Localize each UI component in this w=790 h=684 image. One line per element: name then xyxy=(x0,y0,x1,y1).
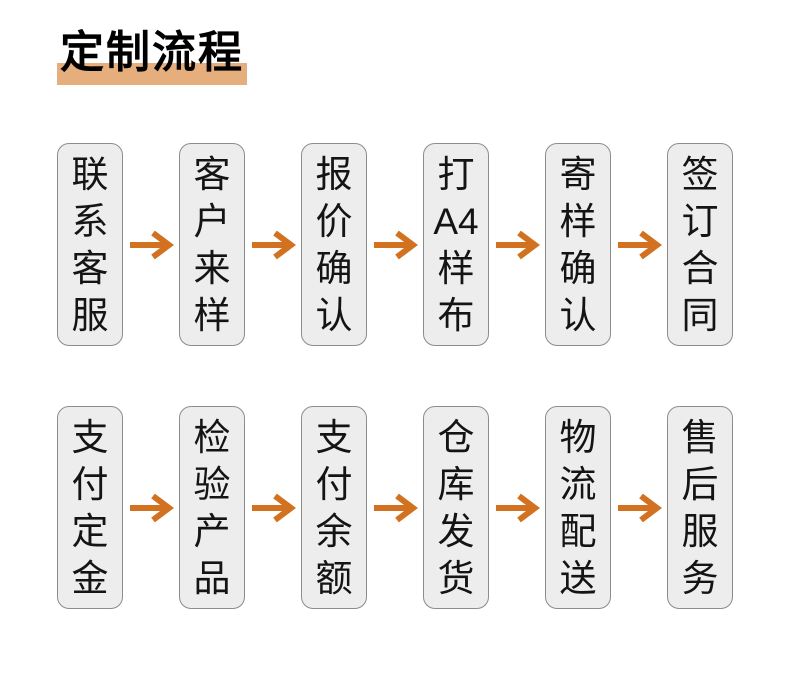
flow-step-quote-confirm: 报 价 确 认 xyxy=(301,143,367,346)
flow-step-contact-service: 联 系 客 服 xyxy=(57,143,123,346)
flow-step-label: 支 付 定 金 xyxy=(71,416,109,599)
title-highlight-bar xyxy=(57,63,247,85)
flow-step-label: 寄 样 确 认 xyxy=(559,153,597,336)
flow-row-2: 支 付 定 金 检 验 产 品 支 付 余 额 仓 库 发 货 物 流 配 送 xyxy=(57,406,733,609)
flow-step-a4-sample-cloth: 打 A4 样 布 xyxy=(423,143,489,346)
arrow-right-icon xyxy=(494,230,540,260)
flow-row-1: 联 系 客 服 客 户 来 样 报 价 确 认 打 A4 样 布 寄 样 确 认 xyxy=(57,143,733,346)
flow-step-logistics-delivery: 物 流 配 送 xyxy=(545,406,611,609)
flow-step-sign-contract: 签 订 合 同 xyxy=(667,143,733,346)
flow-step-label: 报 价 确 认 xyxy=(315,153,353,336)
flow-step-label: 客 户 来 样 xyxy=(193,153,231,336)
flow-step-warehouse-ship: 仓 库 发 货 xyxy=(423,406,489,609)
flow-step-pay-deposit: 支 付 定 金 xyxy=(57,406,123,609)
arrow-right-icon xyxy=(128,493,174,523)
flow-step-label: 检 验 产 品 xyxy=(193,416,231,599)
flow-step-inspect-product: 检 验 产 品 xyxy=(179,406,245,609)
arrow-right-icon xyxy=(616,493,662,523)
arrow-right-icon xyxy=(372,230,418,260)
flow-step-label: 联 系 客 服 xyxy=(71,153,109,336)
flow-step-label: 售 后 服 务 xyxy=(681,416,719,599)
flow-step-label: 打 A4 样 布 xyxy=(433,153,479,336)
page-title: 定制流程 xyxy=(60,28,244,77)
arrow-right-icon xyxy=(128,230,174,260)
flow-step-after-sales: 售 后 服 务 xyxy=(667,406,733,609)
flow-step-customer-sample: 客 户 来 样 xyxy=(179,143,245,346)
flow-step-pay-balance: 支 付 余 额 xyxy=(301,406,367,609)
arrow-right-icon xyxy=(250,230,296,260)
page-title-block: 定制流程 xyxy=(57,24,247,85)
flow-step-label: 支 付 余 额 xyxy=(315,416,353,599)
arrow-right-icon xyxy=(494,493,540,523)
flow-step-send-sample-confirm: 寄 样 确 认 xyxy=(545,143,611,346)
arrow-right-icon xyxy=(372,493,418,523)
flow-step-label: 物 流 配 送 xyxy=(559,416,597,599)
arrow-right-icon xyxy=(250,493,296,523)
flow-step-label: 仓 库 发 货 xyxy=(437,416,475,599)
flow-step-label: 签 订 合 同 xyxy=(681,153,719,336)
arrow-right-icon xyxy=(616,230,662,260)
